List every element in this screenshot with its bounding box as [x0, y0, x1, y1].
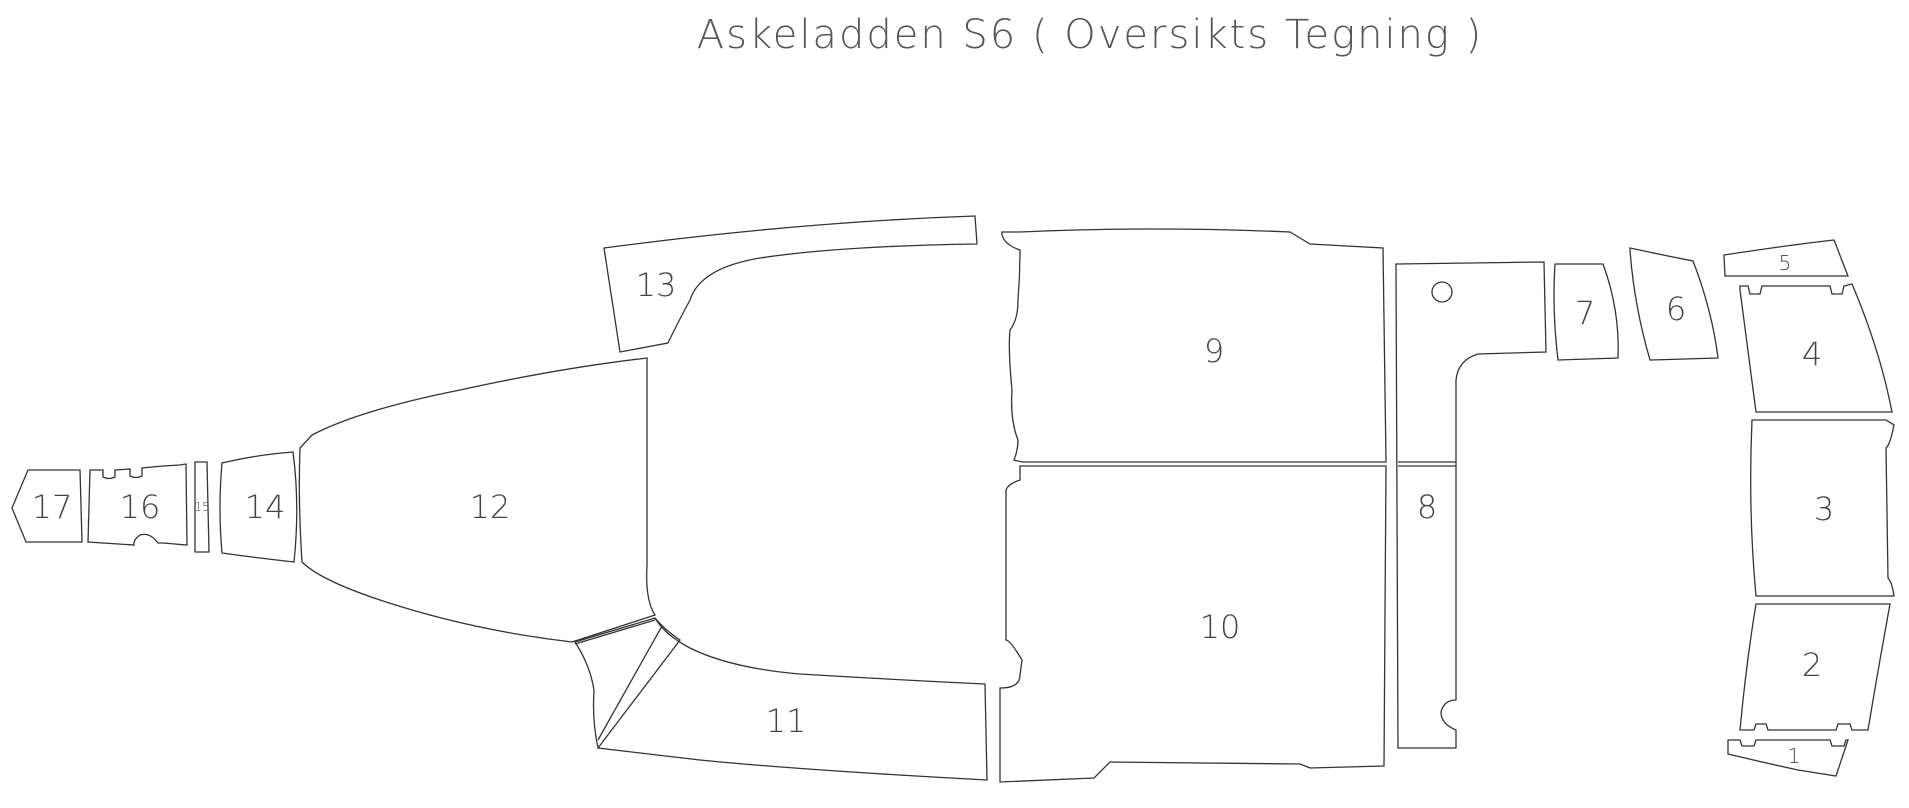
- piece-11-label: 11: [766, 702, 807, 740]
- piece-10: 10: [999, 465, 1387, 783]
- piece-12-label: 12: [470, 488, 511, 526]
- piece-1-label: 1: [1788, 744, 1801, 768]
- piece-5-label: 5: [1779, 251, 1792, 275]
- piece-6: 6: [1629, 247, 1719, 361]
- piece-13: 13: [603, 215, 978, 353]
- piece-14: 14: [219, 451, 298, 563]
- piece-15-label: 15: [194, 500, 209, 514]
- piece-15: 15: [194, 461, 210, 553]
- piece-7: 7: [1553, 263, 1619, 361]
- piece-8-label: 8: [1417, 488, 1437, 526]
- piece-16-label: 16: [120, 488, 161, 526]
- piece-2-label: 2: [1802, 646, 1822, 684]
- piece-17: 17: [11, 469, 83, 543]
- piece-14-label: 14: [245, 488, 286, 526]
- piece-9-label: 9: [1204, 332, 1224, 370]
- piece-13-label: 13: [636, 266, 677, 304]
- piece-10-label: 10: [1200, 608, 1241, 646]
- piece-17-label: 17: [32, 488, 73, 526]
- piece-2: 2: [1739, 603, 1891, 731]
- piece-6-label: 6: [1666, 290, 1686, 328]
- piece-8: 8: [1395, 261, 1547, 749]
- piece-4-label: 4: [1802, 335, 1822, 373]
- piece-9: 9: [1001, 228, 1387, 463]
- piece-3-label: 3: [1814, 490, 1834, 528]
- piece-5: 5: [1723, 239, 1849, 277]
- piece-7-label: 7: [1575, 294, 1595, 332]
- piece-11: 11: [573, 617, 988, 781]
- piece-3: 3: [1750, 419, 1895, 597]
- piece-16: 16: [87, 463, 188, 546]
- piece-12: 12: [298, 357, 657, 643]
- piece-4: 4: [1739, 283, 1893, 413]
- piece-1: 1: [1727, 739, 1849, 777]
- drawing-title: Askeladden S6 ( Oversikts Tegning ): [697, 12, 1483, 58]
